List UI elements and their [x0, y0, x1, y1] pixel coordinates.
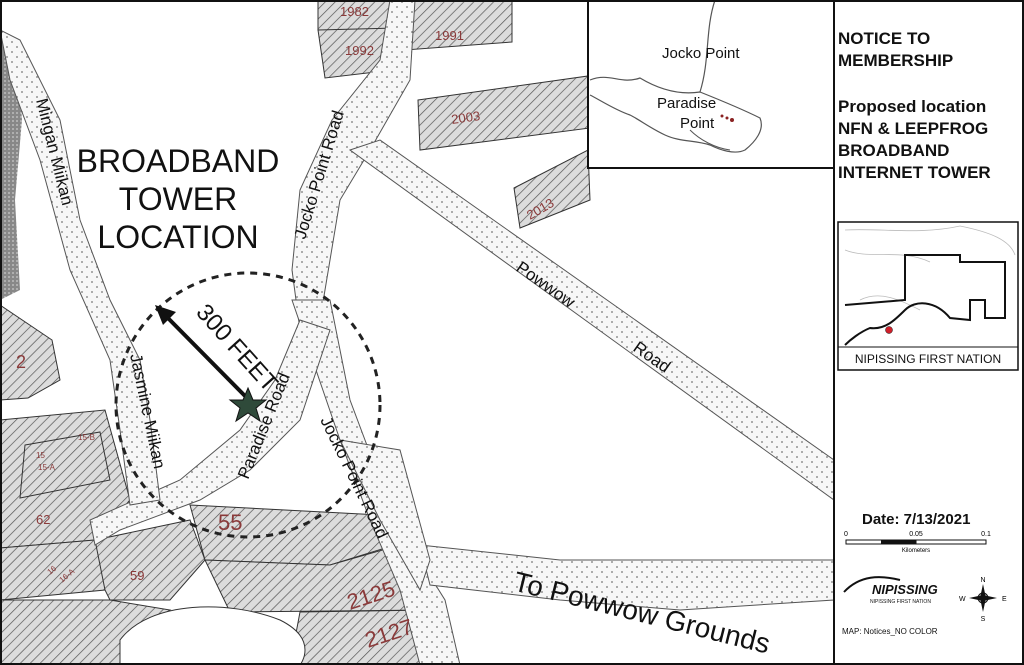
lot-1991: 1991: [435, 28, 464, 43]
water-body: [119, 606, 306, 665]
arrow-head: [155, 305, 176, 325]
radius-circle: [114, 271, 382, 539]
scale-unit: Kilometers: [902, 548, 930, 554]
nation-label: NIPISSING FIRST NATION: [855, 352, 1001, 366]
distance-arrow: [158, 308, 249, 400]
proposed-line-3: BROADBAND: [838, 141, 949, 160]
lot-62: 62: [36, 512, 50, 527]
notice-line-1: NOTICE TO: [838, 29, 930, 48]
compass-w: W: [959, 596, 966, 603]
scale-tick-2: 0.1: [981, 531, 991, 538]
date-label: Date: 7/13/2021: [862, 511, 970, 528]
proposed-line-2: NFN & LEEPFROG: [838, 119, 988, 138]
sidebar-legend: NOTICE TO MEMBERSHIP Proposed location N…: [833, 0, 1024, 665]
locator-red-marker: [885, 326, 893, 334]
proposed-line-4: INTERNET TOWER: [838, 163, 991, 182]
inset-map: Jocko Point Paradise Point: [587, 0, 835, 169]
lot-59: 59: [130, 568, 144, 583]
lot-parcels: [0, 0, 591, 665]
lot-1992: 1992: [345, 43, 374, 58]
compass-n: N: [980, 577, 985, 584]
map-title-line-3: LOCATION: [97, 219, 258, 255]
lot-2003: 2003: [450, 108, 481, 127]
notice-line-2: MEMBERSHIP: [838, 51, 953, 70]
lot-15: 15: [36, 451, 45, 460]
inset-label-jocko-point: Jocko Point: [662, 45, 740, 62]
proposed-line-1: Proposed location: [838, 97, 986, 116]
road-network: [0, 0, 835, 665]
map-title-line-1: BROADBAND: [77, 143, 280, 179]
lot-15a: 15-A: [38, 463, 56, 472]
lot-55: 55: [218, 510, 242, 535]
inset-label-point: Point: [680, 115, 715, 132]
lot-15b: 15-B: [78, 433, 95, 442]
lot-2: 2: [16, 352, 26, 372]
map-reference: MAP: Notices_NO COLOR: [842, 627, 938, 636]
tower-location-star: [228, 386, 268, 423]
compass-e: E: [1002, 596, 1007, 603]
logo-text: NIPISSING: [872, 582, 938, 597]
shoreline-strip: [0, 40, 22, 300]
scale-tick-1: 0.05: [909, 531, 923, 538]
compass-rose-icon: N S E W: [959, 577, 1007, 623]
lot-1982: 1982: [340, 4, 369, 19]
inset-label-paradise: Paradise: [657, 95, 716, 112]
map-title-line-2: TOWER: [119, 181, 238, 217]
scale-bar: 0 0.05 0.1 Kilometers: [844, 531, 991, 554]
locator-map: NIPISSING FIRST NATION: [837, 221, 1019, 371]
scale-tick-0: 0: [844, 531, 848, 538]
logo-subtext: NIPISSING FIRST NATION: [870, 599, 931, 605]
compass-s: S: [981, 616, 986, 623]
nipissing-logo: NIPISSING NIPISSING FIRST NATION: [843, 576, 938, 605]
